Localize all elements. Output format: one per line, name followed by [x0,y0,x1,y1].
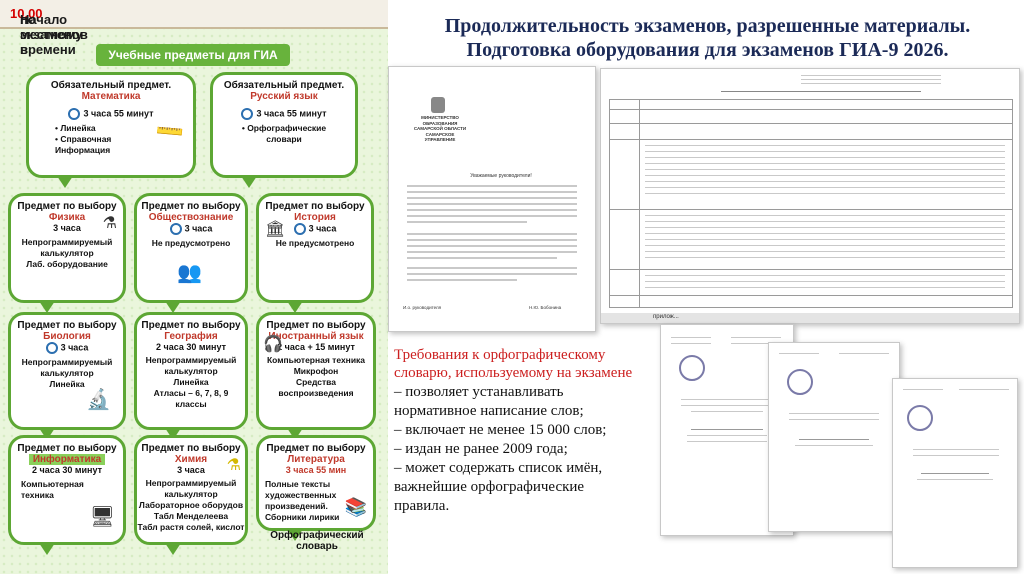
card-foreign-language: Предмет по выбору Иностранный язык 2 час… [256,312,376,440]
card-russian: Обязательный предмет. Русский язык 3 час… [210,72,358,188]
requirements-title: Требования к орфографическому словарю, и… [394,347,633,381]
card-social: Предмет по выбору Обществознание 3 часа … [134,193,248,313]
sheet-tabs: прилож... [601,313,1019,323]
subjects-banner: Учебные предметы для ГИА [96,44,290,66]
card-biology: Предмет по выбору Биология 3 часа Непрог… [8,312,126,440]
poster-header: Начало экзаменов в 10.00 по местному вре… [0,0,388,57]
stamp-icon [679,355,705,381]
lab-icon: ⚗ [102,215,117,232]
list-item: – позволяет устанавливать [394,384,564,400]
list-item: – включает не менее 15 000 слов; [394,422,607,438]
letter-signer: Н.Ю. Бобонина [529,305,562,310]
microscope-icon: 🔬 [86,389,111,411]
sheet-tab: прилож... [653,314,679,320]
regulations-table-document: прилож... [600,68,1020,324]
start-time: 10.00 [10,6,43,21]
requirements-list: – позволяет устанавливать нормативное на… [394,383,744,516]
computer-icon: 🖥 [89,506,115,528]
card-math: Обязательный предмет. Математика 3 часа … [26,72,196,188]
list-item: важнейшие орфографические [394,479,585,495]
page-title: Продолжительность экзаменов, разрешенные… [444,15,971,61]
headphones-icon: 🎧 [263,336,283,353]
list-item: – может содержать список имён, [394,460,603,476]
books-icon: 📚 [344,497,367,517]
card-literature: Предмет по выбору Литература 3 часа 55 м… [256,435,376,541]
certificate-document-3 [892,378,1018,568]
card-chemistry: Предмет по выбору Химия 3 часа Непрограм… [134,435,248,555]
coat-of-arms-icon [431,97,445,113]
clock-icon [241,108,254,120]
people-icon: 👥 [177,262,202,284]
letter-position: И.о. руководителя [403,305,442,310]
clock-icon [169,223,182,235]
card-history: Предмет по выбору История 3 часа Не пред… [256,193,374,313]
stamp-icon [907,405,933,431]
clock-icon [45,342,58,354]
flask-icon: ⚗ [226,457,241,474]
clock-icon [68,108,81,120]
list-item: – издан не ранее 2009 года; [394,441,568,457]
clock-icon [293,223,306,235]
certificate-document-2 [768,342,900,532]
bank-icon: 🏛 [265,221,286,238]
list-item: нормативное написание слов; [394,403,584,419]
list-item: правила. [394,498,450,514]
card-informatics: Предмет по выбору Информатика 2 часа 30 … [8,435,126,555]
stamp-icon [787,369,813,395]
card-geography: Предмет по выбору География 2 часа 30 ми… [134,312,248,440]
letter-greeting: Уважаемые руководители! [470,173,532,179]
card-physics: Предмет по выбору Физика 3 часа Непрогра… [8,193,126,313]
exam-poster: Начало экзаменов в 10.00 по местному вре… [0,0,388,574]
